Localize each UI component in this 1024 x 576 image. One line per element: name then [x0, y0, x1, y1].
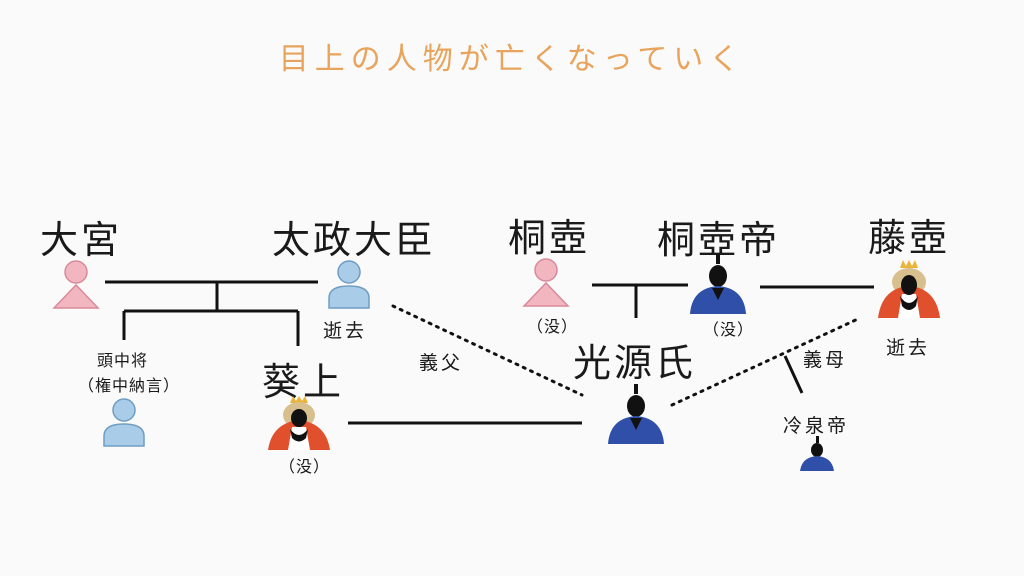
gifu-dotted-line [391, 304, 584, 397]
person-pink-icon [52, 260, 100, 309]
gifu-label: 義父 [419, 352, 464, 374]
tonochujo-subtitle: （権中納言） [78, 376, 181, 395]
aoi-name: 葵上 [262, 360, 345, 404]
reizei-name: 冷泉帝 [783, 415, 850, 437]
kiritsubo-name: 桐壺 [508, 216, 591, 260]
gibo-dotted-line [670, 316, 862, 407]
person-pink-icon [522, 258, 570, 307]
daijodaijin-name: 太政大臣 [272, 218, 437, 262]
aoi-status: （没） [279, 457, 331, 476]
tonochujo-name: 頭中将 [97, 351, 149, 370]
kiritsubo-tei-status: （没） [703, 320, 755, 339]
emperor-icon [800, 436, 834, 471]
daijodaijin-status: 逝去 [323, 320, 368, 342]
gibo-label: 義母 [803, 349, 848, 371]
genji-name: 光源氏 [573, 341, 697, 385]
person-blue-icon [328, 260, 370, 309]
omiya-name: 大宮 [40, 218, 123, 262]
page-title: 目上の人物が亡くなっていく [278, 42, 746, 77]
child-line-reizei [783, 355, 804, 394]
fujitsubo-name: 藤壺 [868, 216, 951, 260]
emperor-icon [690, 254, 746, 314]
kiritsubo-status: （没） [527, 317, 579, 336]
court-lady-icon [268, 396, 330, 450]
person-blue-icon [103, 398, 145, 447]
court-lady-icon [878, 260, 940, 318]
emperor-icon [608, 384, 664, 444]
fujitsubo-status: 逝去 [886, 337, 931, 359]
